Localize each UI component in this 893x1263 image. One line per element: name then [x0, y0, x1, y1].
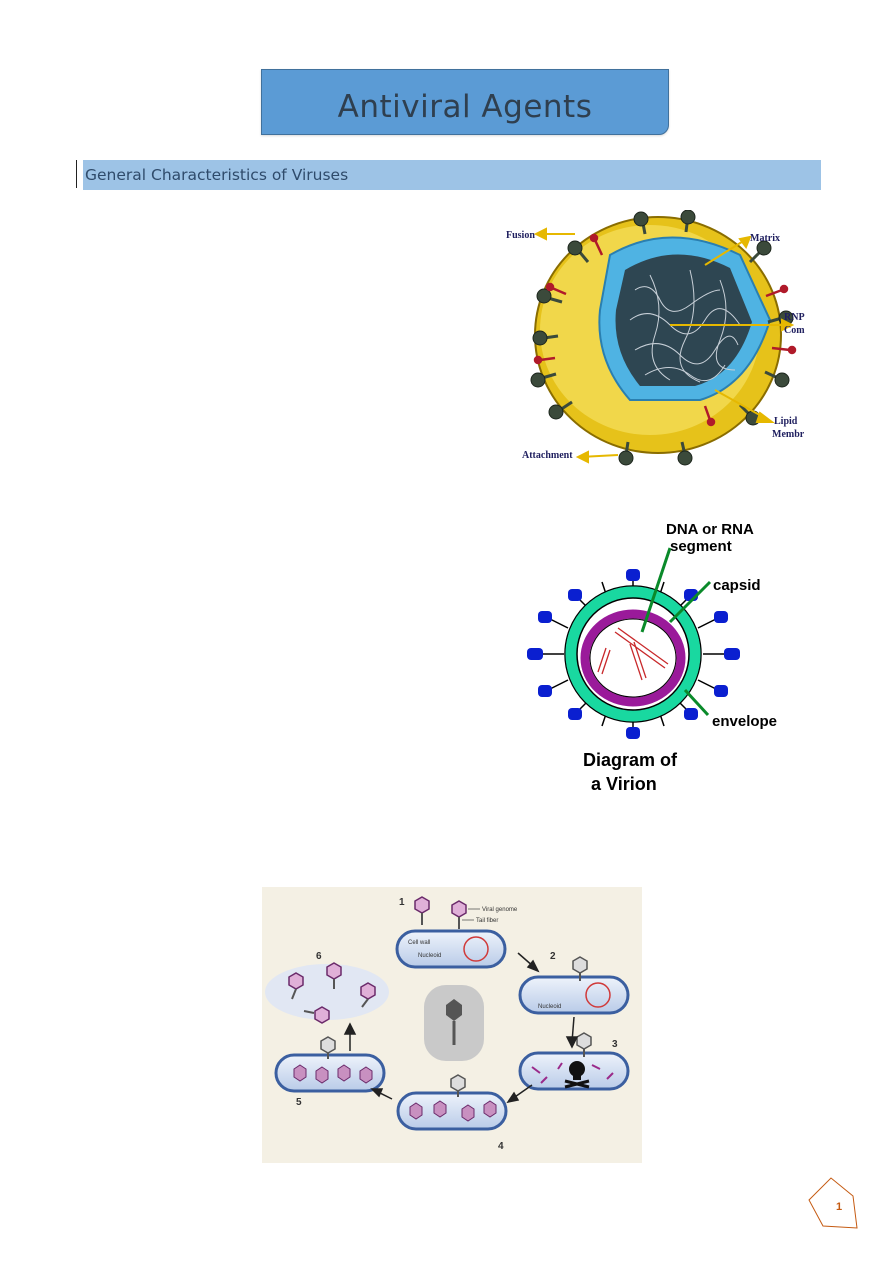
label-fusion: Fusion — [506, 230, 535, 241]
label-capsid: capsid — [713, 577, 761, 594]
influenza-virus-figure: Fusion Matrix RNP Com Lipid Membr Attach… — [506, 210, 805, 466]
degraded-dna — [531, 1062, 614, 1084]
nucleoid-circle-2 — [585, 982, 611, 1008]
label-arrows — [533, 227, 795, 464]
envelope-inner-edge — [576, 597, 690, 711]
envelope-outer-edge — [564, 585, 702, 723]
page-number-marker — [808, 1177, 858, 1229]
label-pointers — [640, 547, 712, 717]
label-envelope: envelope — [712, 713, 777, 730]
step-number-6: 6 — [316, 951, 322, 962]
label-lipid-1: Lipid — [774, 416, 798, 427]
capsid-ring — [580, 609, 686, 707]
step-number-5: 5 — [296, 1097, 302, 1108]
label-tail-fiber: Tail fiber — [476, 918, 498, 924]
page-number: 1 — [835, 1201, 843, 1213]
fusion-spikes — [533, 233, 797, 427]
envelope-ring — [565, 586, 701, 722]
genome-segments — [597, 627, 669, 681]
label-cell-wall: Cell wall — [408, 940, 430, 946]
nucleoid-circle-1 — [463, 936, 489, 962]
label-genome-1: DNA or RNA — [666, 521, 754, 538]
step-number-2: 2 — [550, 951, 556, 962]
caption-line-1: Diagram of — [583, 750, 678, 770]
phage-lifecycle-figure: 1 2 3 4 5 6 Viral genome Tail fiber Cell… — [262, 887, 642, 1163]
heading-left-rule — [76, 160, 77, 188]
label-viral-genome: Viral genome — [482, 907, 518, 913]
document-title: Antiviral Agents — [337, 89, 593, 125]
step-number-4: 4 — [498, 1141, 504, 1152]
caption-line-2: a Virion — [591, 774, 657, 794]
label-nucleoid-1: Nucleoid — [418, 953, 441, 959]
label-nucleoid-2: Nucleoid — [538, 1004, 561, 1010]
label-rnp-1: RNP — [784, 312, 805, 323]
label-attachment: Attachment — [522, 450, 573, 461]
label-genome-2: segment — [670, 538, 732, 555]
capsid-inner-edge — [589, 618, 677, 698]
title-banner: Antiviral Agents — [261, 69, 669, 135]
envelope-spikes — [527, 569, 740, 739]
label-lipid-2: Membr — [772, 429, 805, 440]
phage-icons — [288, 896, 592, 1097]
label-rnp-2: Com — [784, 325, 805, 336]
assembling-capsids — [293, 1064, 497, 1122]
label-matrix: Matrix — [750, 233, 780, 244]
step-number-1: 1 — [399, 897, 405, 908]
micrograph-phage-icon — [446, 999, 462, 1045]
virion-diagram: DNA or RNA segment capsid envelope Diagr… — [527, 521, 777, 794]
page-number-shape — [808, 1177, 858, 1229]
section-heading: General Characteristics of Viruses — [85, 166, 349, 184]
skull-icon — [564, 1061, 590, 1089]
section-heading-bar: General Characteristics of Viruses — [83, 160, 821, 190]
step-number-3: 3 — [612, 1039, 618, 1050]
cycle-arrows — [343, 952, 579, 1104]
rnp-strands — [629, 269, 741, 383]
